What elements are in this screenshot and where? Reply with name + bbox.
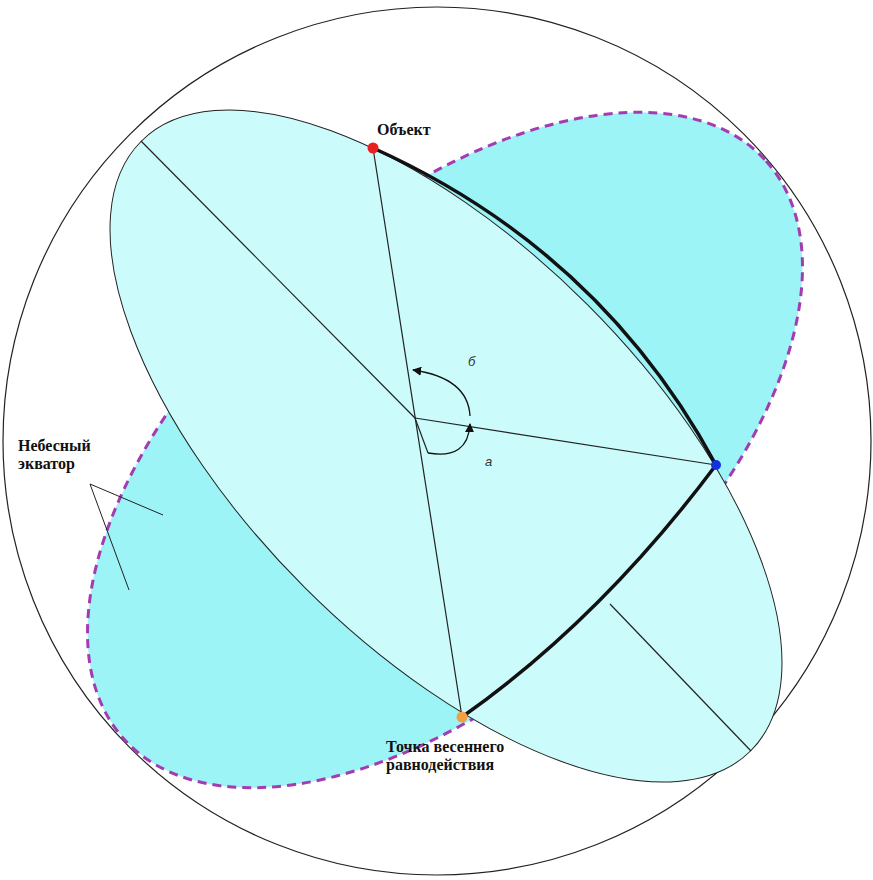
arc — [373, 148, 716, 465]
equinox-label: Точка весеннего равнодействия — [386, 738, 556, 775]
equator-label: Небесный экватор — [18, 437, 118, 474]
object-label: Объект — [377, 121, 477, 139]
angle-arrow — [413, 370, 470, 416]
arc — [462, 465, 716, 717]
angle-arrow — [428, 424, 470, 454]
leader-line — [90, 484, 129, 590]
projection-point — [711, 460, 721, 470]
object-point — [368, 143, 379, 154]
axis-line — [141, 141, 415, 418]
radius-line — [415, 418, 428, 453]
radius-line — [415, 418, 716, 465]
angle-label: б — [468, 355, 488, 370]
equinox-point — [457, 712, 468, 723]
leader-line — [90, 484, 163, 515]
object-line — [373, 148, 462, 717]
axis-line — [610, 604, 751, 751]
angle-label: а — [485, 455, 505, 470]
